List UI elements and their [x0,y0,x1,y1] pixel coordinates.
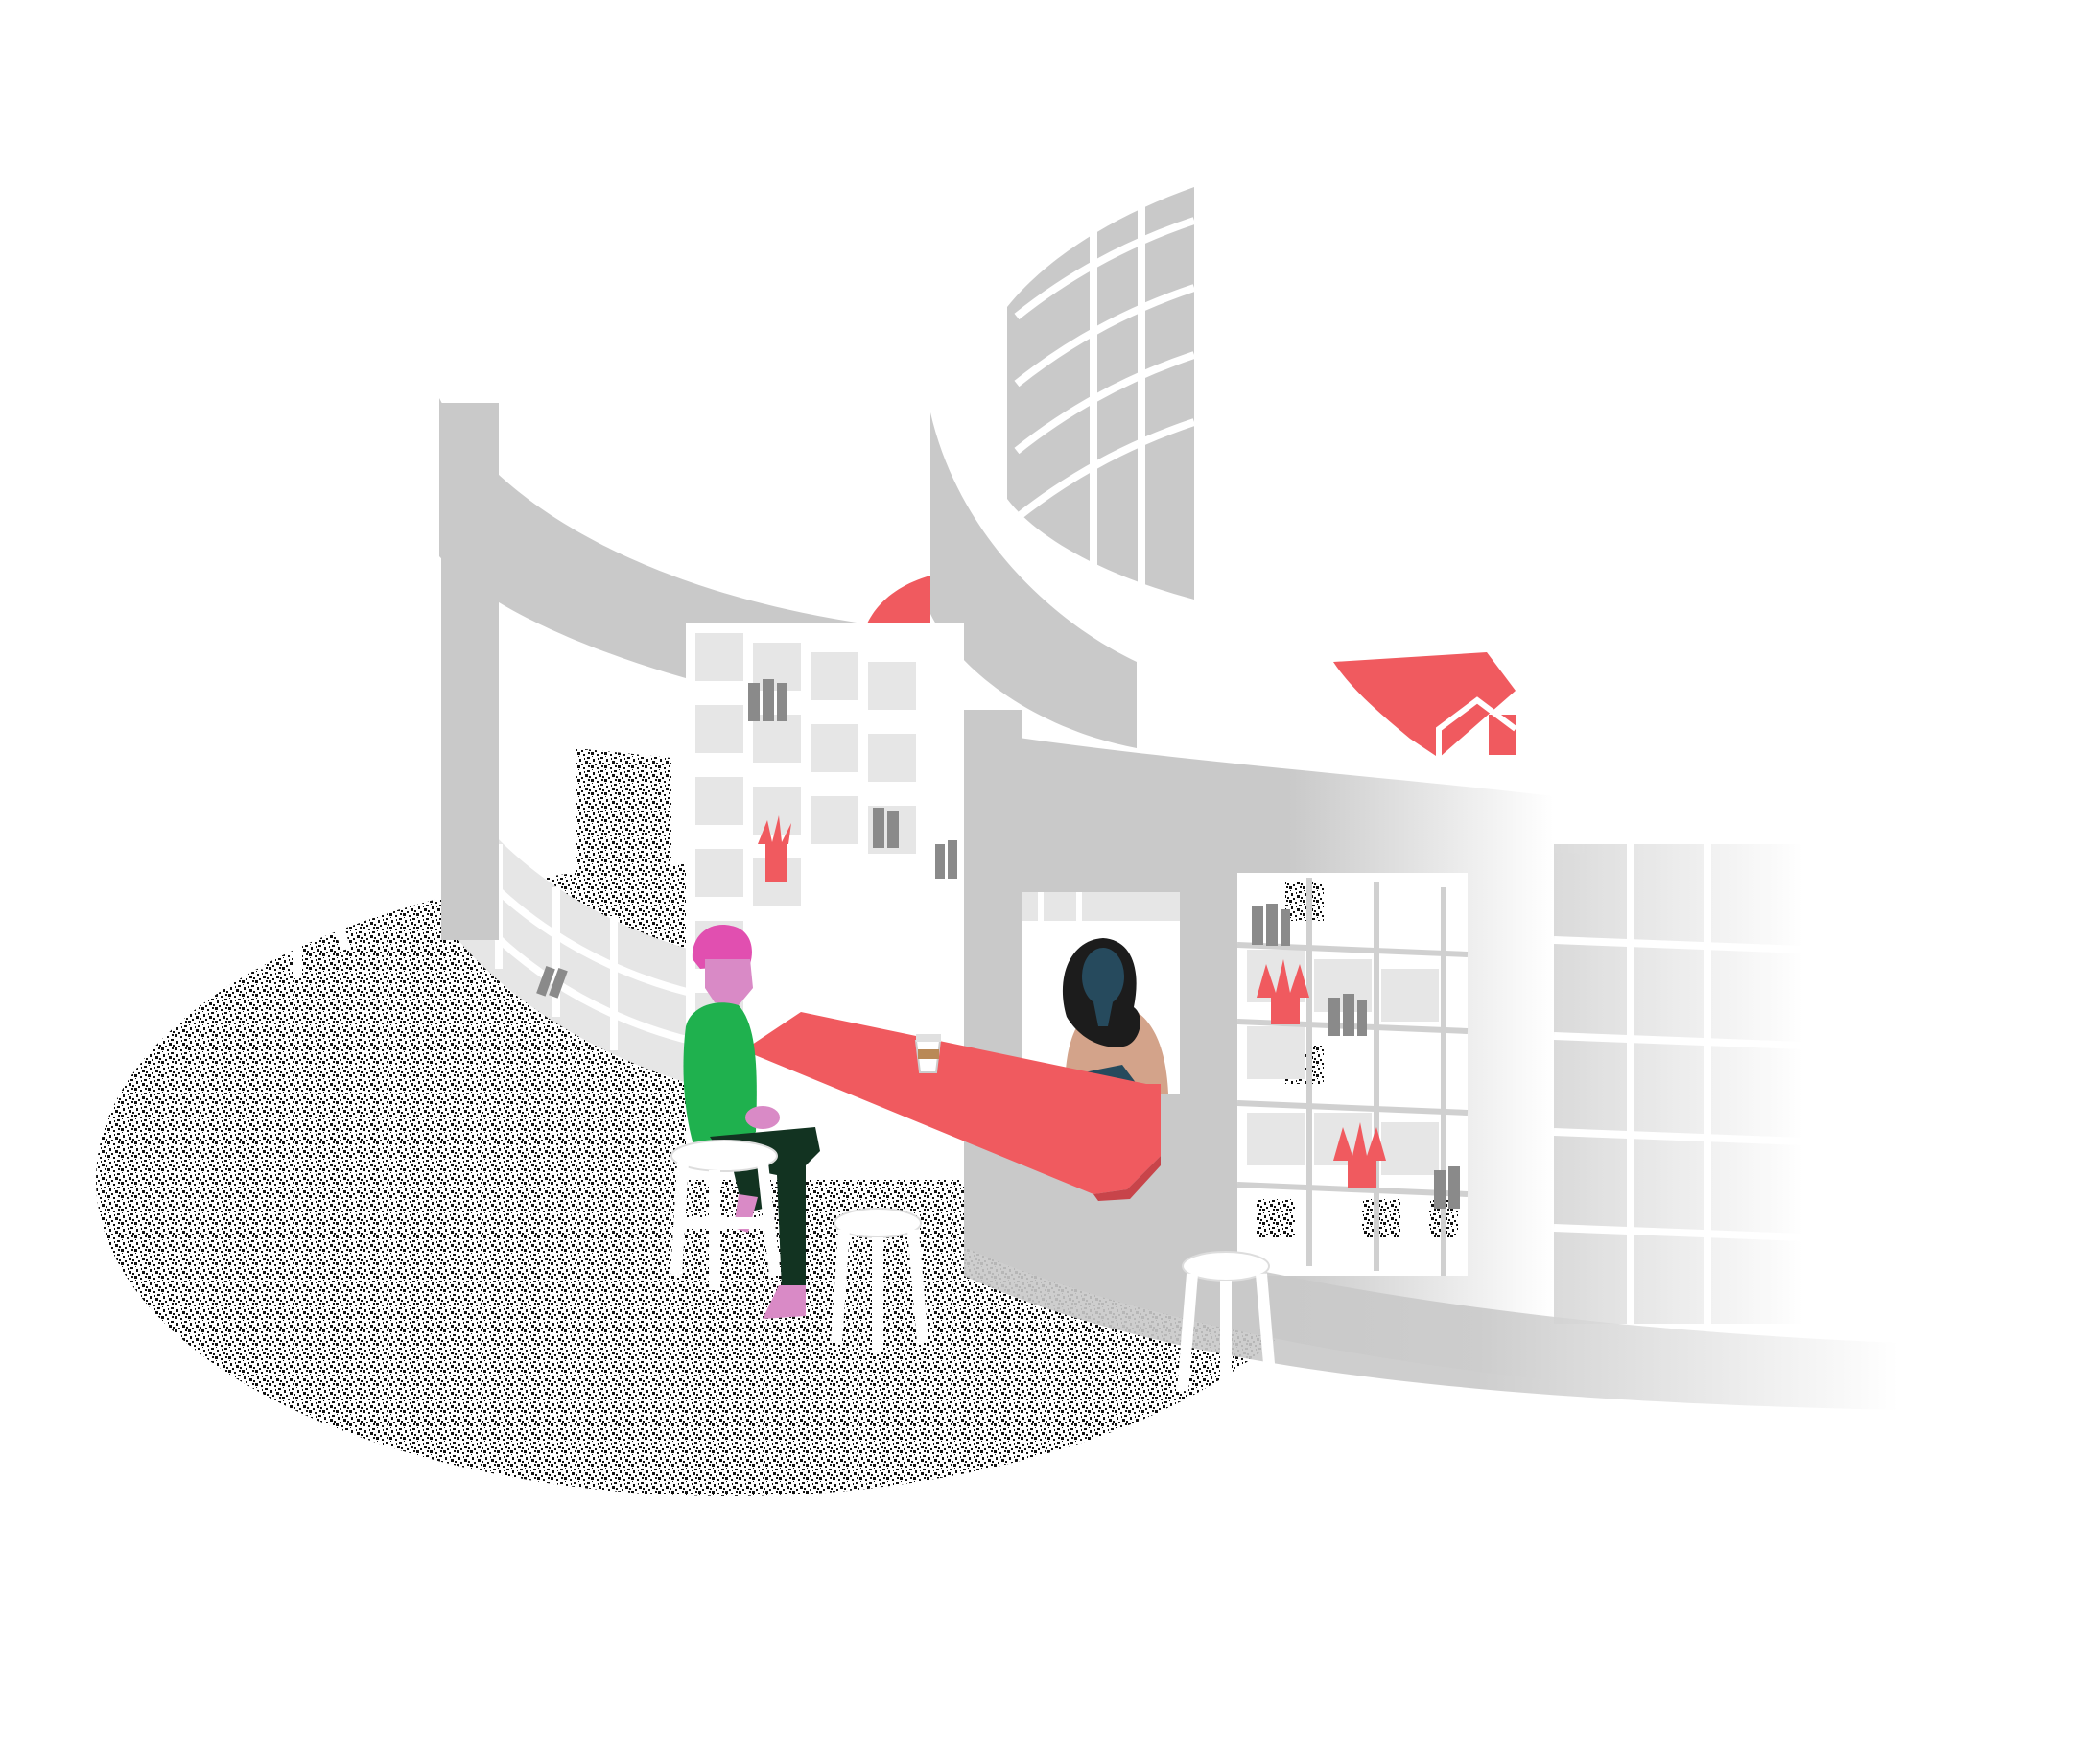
pink-hair [692,925,752,969]
far-right-shelving [1553,844,1804,1324]
coffee-cup [914,1034,942,1073]
back-floor [576,748,671,959]
stool-front-left [670,1140,781,1290]
right-bookshelf [1236,873,1469,1276]
left-column [441,403,499,940]
roof-house-outline [1436,696,1517,758]
stool-front-right [1177,1251,1277,1400]
right-column [1180,863,1237,1285]
dark-pants [710,1127,820,1290]
stool-front-middle [831,1208,928,1352]
red-roof-right [1333,652,1516,758]
lower-wall-band [964,1189,1899,1410]
green-shirt [683,1002,757,1156]
red-counter-edge [1093,1156,1161,1201]
potted-plant-right-2 [1333,1122,1386,1188]
back-stool-left [254,852,350,978]
person-seated-on-stool [683,925,820,1319]
potted-plant-center [758,815,791,882]
face [1082,948,1124,1005]
potted-plant-right-1 [1257,959,1309,1024]
person-behind-counter [978,938,1168,1098]
upper-panel-grid [1014,203,1196,585]
red-counter [743,1012,1161,1194]
middle-curved-panel [930,412,1137,748]
